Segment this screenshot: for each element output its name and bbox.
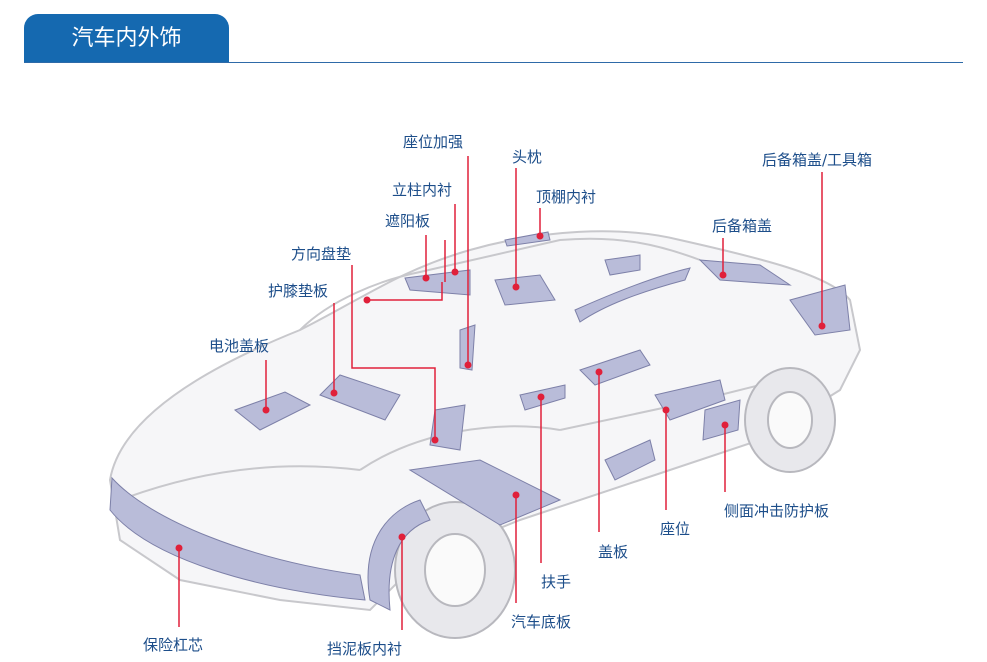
label-floor-panel: 汽车底板 xyxy=(511,613,572,631)
label-trunk-lid-toolbox: 后备箱盖/工具箱 xyxy=(762,151,873,169)
label-seat: 座位 xyxy=(660,520,691,538)
leader-lines xyxy=(178,156,823,630)
car-parts xyxy=(109,231,851,611)
label-headrest: 头枕 xyxy=(512,148,543,166)
label-steering-wheel-pad: 方向盘垫 xyxy=(291,245,352,263)
label-trunk-lid: 后备箱盖 xyxy=(712,217,773,235)
label-cover-panel: 盖板 xyxy=(598,543,629,561)
section-title: 汽车内外饰 xyxy=(71,26,182,51)
label-battery-cover: 电池盖板 xyxy=(209,337,270,355)
label-knee-bolster: 护膝垫板 xyxy=(268,282,329,300)
leader-dots xyxy=(175,232,826,552)
header-divider xyxy=(24,62,963,63)
label-bumper-core: 保险杠芯 xyxy=(143,636,204,654)
label-pillar-trim: 立柱内衬 xyxy=(392,181,453,199)
label-side-impact-protection: 侧面冲击防护板 xyxy=(724,502,830,520)
label-armrest: 扶手 xyxy=(541,573,572,591)
section-title-tab: 汽车内外饰 xyxy=(24,14,229,63)
label-sun-visor: 遮阳板 xyxy=(385,212,431,230)
wheels xyxy=(394,367,836,639)
label-headliner: 顶棚内衬 xyxy=(536,188,597,206)
label-fender-liner: 挡泥板内衬 xyxy=(327,640,403,658)
label-seat-reinforcement: 座位加强 xyxy=(403,133,464,151)
